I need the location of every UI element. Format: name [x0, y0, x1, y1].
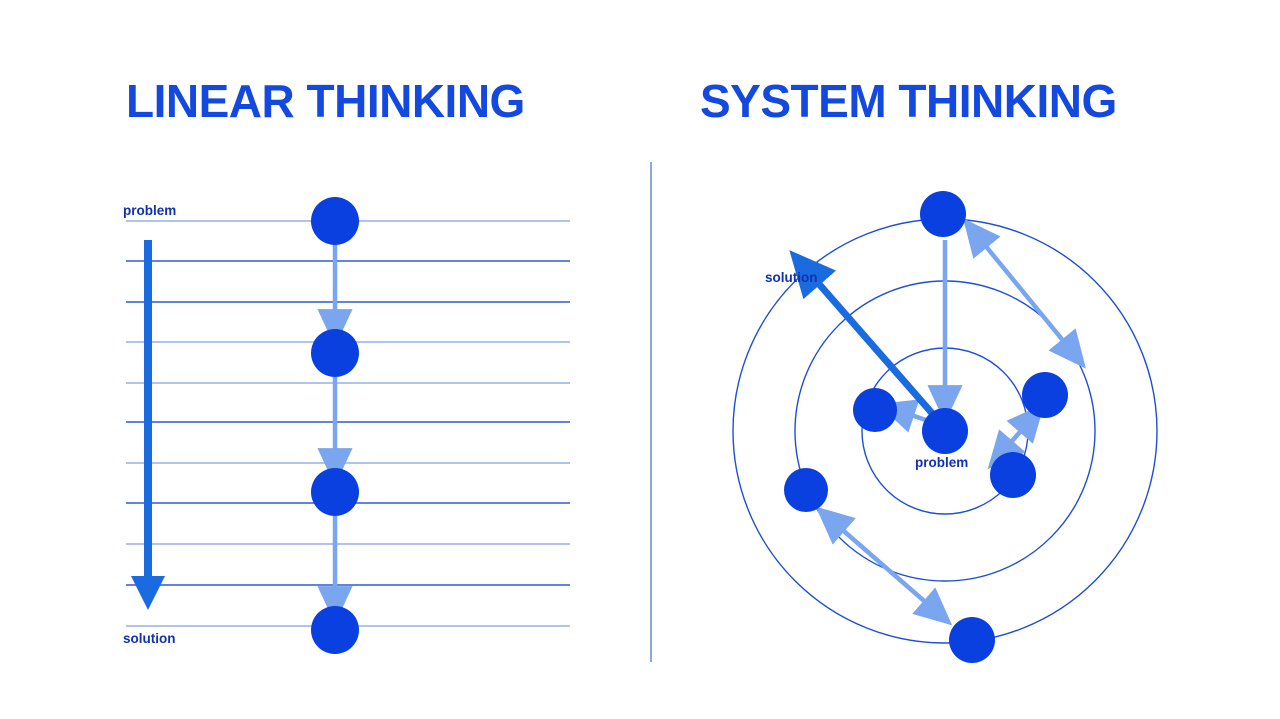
- arrow-right-pair: [987, 403, 1045, 470]
- node-problem-center: [922, 408, 968, 454]
- system-solution-label: solution: [765, 270, 818, 285]
- node-left-inner: [853, 388, 897, 432]
- system-problem-label: problem: [915, 455, 969, 470]
- linear-progress-arrow: [131, 240, 165, 610]
- spine-arrow-head: [131, 576, 165, 610]
- node-right-upper: [1022, 372, 1068, 418]
- arrow-outer-lower-left: [815, 506, 953, 626]
- system-nodes: [784, 191, 1068, 663]
- system-arrows: [789, 218, 1086, 626]
- node-right-lower: [990, 452, 1036, 498]
- node-step-3: [311, 468, 359, 516]
- linear-nodes: [311, 197, 359, 654]
- linear-problem-label: problem: [123, 203, 177, 218]
- node-problem: [311, 197, 359, 245]
- page-title-system-thinking: SYSTEM THINKING: [700, 75, 1117, 127]
- arrow-center-to-solution: [789, 250, 941, 423]
- arrow-outer-upper-right: [963, 218, 1086, 369]
- node-bottom: [949, 617, 995, 663]
- node-top: [920, 191, 966, 237]
- linear-solution-label: solution: [123, 631, 176, 646]
- node-solution: [311, 606, 359, 654]
- page-title-linear-thinking: LINEAR THINKING: [126, 75, 525, 127]
- node-left-lower: [784, 468, 828, 512]
- node-step-2: [311, 329, 359, 377]
